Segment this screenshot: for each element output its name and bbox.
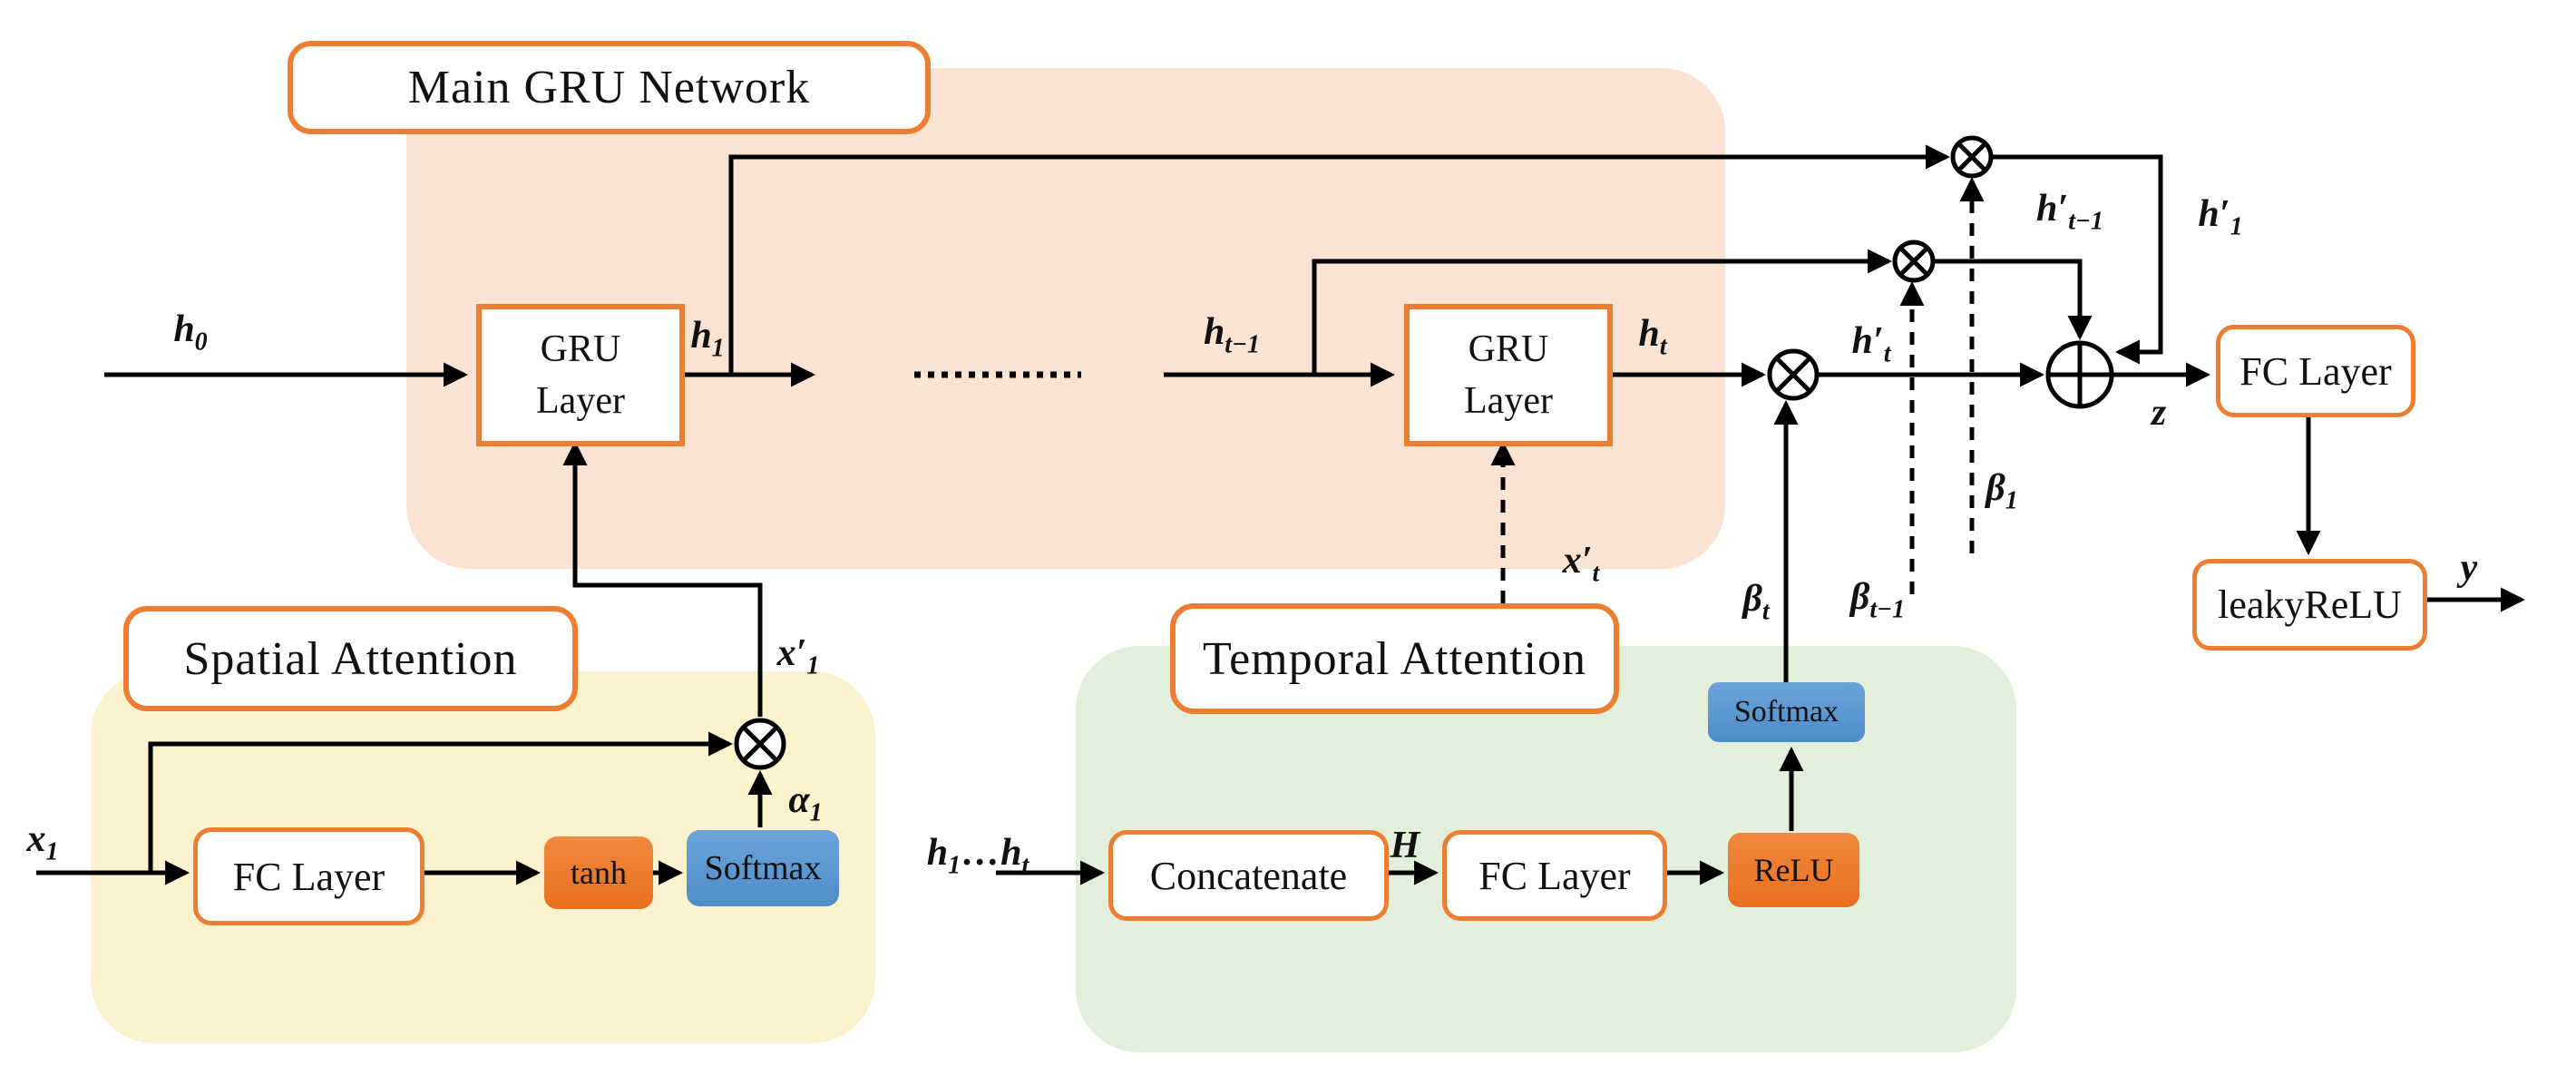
- label-x-prime-1: x′1: [776, 632, 820, 680]
- label-beta-1: β1: [1986, 467, 2018, 515]
- temporal-attention-title: Temporal Attention: [1170, 603, 1619, 714]
- label-h0: h0: [173, 308, 208, 357]
- multiply-icon-ht: [1767, 348, 1820, 401]
- spatial-attention-title-label: Spatial Attention: [183, 632, 518, 685]
- solid-connectors: [36, 144, 2526, 885]
- softmax-spatial-box: Softmax: [687, 830, 839, 906]
- label-h-prime-t: h′t: [1851, 320, 1891, 368]
- label-z: z: [2151, 392, 2167, 434]
- label-y: y: [2460, 547, 2478, 589]
- fc-layer-spatial-box: FC Layer: [193, 827, 424, 925]
- tanh-box: tanh: [544, 836, 653, 909]
- label-x-prime-t: x′t: [1562, 540, 1600, 588]
- multiply-icon-h1: [1950, 135, 1994, 179]
- gru-layer-1-box: GRU Layer: [476, 304, 685, 446]
- wire-xp1-to-gru1: [562, 440, 763, 717]
- operator-nodes: [734, 135, 2114, 770]
- wire-ht1-feedback: [1312, 249, 1893, 375]
- label-beta-t-minus1: βt−1: [1849, 576, 1906, 624]
- label-x1: x1: [26, 818, 59, 866]
- label-h1: h1: [690, 315, 725, 363]
- label-H: H: [1390, 825, 1420, 866]
- label-ht: ht: [1638, 313, 1667, 361]
- concatenate-box: Concatenate: [1108, 830, 1389, 921]
- fc-layer-output-box: FC Layer: [2216, 325, 2415, 417]
- fc-layer-temporal-box: FC Layer: [1442, 830, 1667, 921]
- wire-hpt1-to-sum: [1933, 259, 2093, 341]
- gru-layer-2-box: GRU Layer: [1404, 304, 1613, 446]
- label-alpha1: α1: [788, 779, 823, 827]
- leakyrelu-box: leakyReLU: [2192, 559, 2427, 650]
- plus-icon-sum: [2045, 340, 2114, 409]
- label-h-prime-t-minus1: h′t−1: [2036, 188, 2103, 236]
- temporal-attention-title-label: Temporal Attention: [1202, 632, 1587, 685]
- wire-hp1-to-sum: [1991, 154, 2163, 365]
- multiply-icon-spatial: [734, 718, 786, 770]
- multiply-icon-ht1: [1892, 240, 1936, 283]
- label-h-sequence: h1…ht: [926, 832, 1029, 880]
- label-beta-t: βt: [1742, 578, 1770, 626]
- label-h-prime-1: h′1: [2198, 193, 2243, 241]
- main-gru-network-title: Main GRU Network: [288, 41, 931, 134]
- relu-box: ReLU: [1728, 833, 1859, 907]
- softmax-temporal-box: Softmax: [1708, 682, 1865, 742]
- main-gru-network-title-label: Main GRU Network: [407, 62, 811, 113]
- wire-h1-feedback: [728, 144, 1951, 375]
- label-ht-minus1: ht−1: [1203, 311, 1261, 359]
- wire-x1-branch: [148, 731, 734, 873]
- spatial-attention-title: Spatial Attention: [123, 606, 578, 711]
